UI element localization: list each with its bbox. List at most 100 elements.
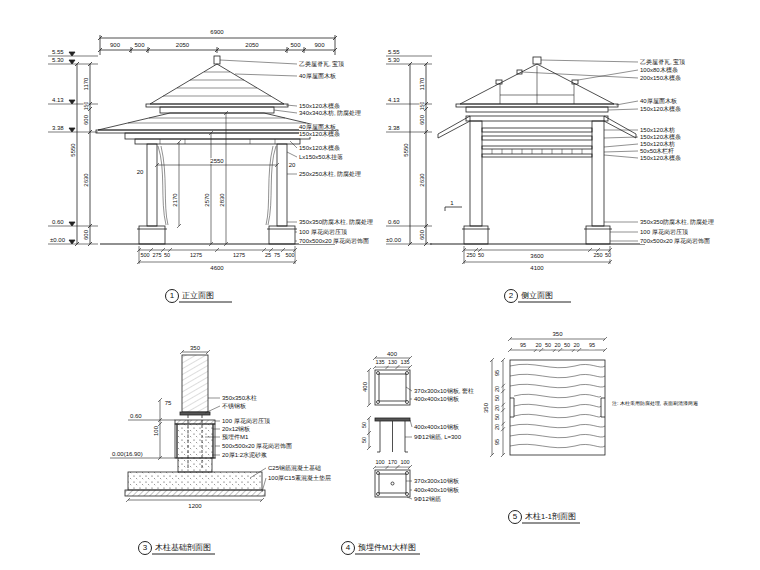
dimension-text: 95	[495, 370, 501, 376]
dimension-text: 95	[520, 343, 526, 349]
dimension-text: 20	[495, 385, 501, 391]
view-number: 5	[513, 513, 517, 521]
dimension-text: 2830	[219, 193, 225, 206]
dimension-text: 2170	[172, 193, 178, 206]
dimension-text: 0.60	[52, 219, 64, 225]
dimension-text: 350	[552, 331, 562, 337]
dimension-text: 900	[314, 42, 324, 48]
dimension-text: 50	[478, 253, 484, 259]
dimension-text: 5550	[403, 143, 409, 156]
callout-text: 350x350防腐木柱, 防腐处理	[299, 219, 373, 225]
view-number: 1	[170, 292, 174, 300]
callout-text: 40厚屋面木板	[299, 124, 336, 130]
callout-text: 400x400x10钢板	[414, 396, 459, 402]
dimension-text: 1	[450, 200, 453, 206]
callout-text: 400x400x10钢板	[414, 424, 459, 430]
callout-text: 340x340木枋, 防腐处理	[299, 110, 361, 116]
callout-text: Lx150x50木挂落	[299, 154, 343, 160]
callout-text: 150x120木檩条	[299, 145, 340, 151]
dimension-text: 2630	[83, 173, 89, 186]
dimension-text: 100	[400, 460, 409, 466]
dimension-text: 95	[589, 343, 595, 349]
dimension-text: 50	[362, 422, 368, 428]
dimension-text: 170	[388, 460, 397, 466]
callout-text: 250x250木柱, 防腐处理	[299, 171, 361, 177]
dimension-text: 135	[400, 360, 409, 366]
dimension-text: 2550	[210, 158, 223, 164]
dimension-text: 100	[375, 460, 384, 466]
callout-text: 500x500x20 厚花岗岩饰面	[222, 443, 292, 449]
dimension-text: 75	[165, 400, 172, 406]
dimension-text: 0.60	[130, 413, 142, 419]
callout-text: 150x120木枋	[640, 127, 675, 133]
dimension-text: 20	[495, 423, 501, 429]
callout-text: 150x120木檩条	[640, 106, 681, 112]
dimension-text: 0.00(16.90)	[112, 451, 143, 457]
callout-text: 20x12钢板	[222, 426, 250, 432]
callout-text: 350x350防腐木柱, 防腐处理	[640, 219, 714, 225]
dimension-text: 275	[152, 253, 161, 259]
dimension-text: 2570	[204, 193, 210, 206]
dimension-text: 20	[495, 404, 501, 410]
view-number-circle: 3	[138, 541, 152, 555]
dimension-text: 2050	[176, 42, 189, 48]
dimension-text: 250	[593, 253, 602, 259]
dimension-text: 3.38	[52, 125, 64, 131]
dimension-text: 500	[134, 42, 144, 48]
callout-text: 700x500x20 厚花岗岩饰面	[299, 238, 369, 244]
dimension-text: 2050	[245, 42, 258, 48]
dimension-text: 2630	[419, 173, 425, 186]
dimension-text: 600	[83, 115, 89, 125]
dimension-text: ±0.00	[50, 237, 65, 243]
callout-text: 370x300x10钢板, 套柱	[414, 388, 474, 394]
view-title: 木柱基础剖面图	[155, 544, 211, 552]
callout-text: 400x400x10钢板	[414, 487, 459, 493]
dimension-text: 5.55	[388, 49, 400, 55]
dimension-text: 4600	[210, 265, 223, 271]
callout-text: 9Φ12钢筋	[414, 496, 441, 502]
dimension-text: 50	[362, 437, 368, 443]
view-number-circle: 2	[504, 289, 518, 303]
dimension-text: 50	[564, 343, 570, 349]
callout-text: 预埋件M1	[222, 434, 248, 440]
view-title: 正立面图	[182, 292, 214, 300]
dimension-text: 600	[419, 230, 425, 240]
dimension-text: 400	[362, 382, 368, 392]
dimension-text: 600	[419, 115, 425, 125]
callout-text: 700x500x20 厚花岗岩饰面	[640, 238, 710, 244]
callout-text: 40厚屋面木板	[640, 98, 677, 104]
view-number-circle: 5	[508, 510, 522, 524]
dimension-text: 250	[466, 253, 475, 259]
callout-text: 50x50木栏杆	[640, 148, 674, 154]
callout-text: 9Φ12钢筋, L=300	[414, 434, 461, 440]
column-section	[490, 337, 607, 523]
dimension-text: 50	[545, 343, 551, 349]
view-title: 侧立面图	[521, 292, 553, 300]
dimension-text: 0.60	[388, 219, 400, 225]
dimension-text: 1170	[83, 78, 89, 91]
callout-text: 150x120木檩条	[299, 103, 340, 109]
dimension-text: 1200	[188, 503, 201, 509]
dimension-text: 4100	[530, 265, 543, 271]
dimension-text: 900	[110, 42, 120, 48]
dimension-text: 600	[83, 230, 89, 240]
view-number: 2	[509, 292, 513, 300]
dimension-text: 6900	[210, 29, 223, 35]
callout-text: 100 厚花岗岩压顶	[640, 229, 688, 235]
callout-text: 20厚1:2水泥砂浆	[222, 452, 267, 458]
dimension-text: 1275	[233, 253, 245, 259]
dimension-text: 25	[265, 253, 271, 259]
dimension-text: 50	[495, 414, 501, 420]
callout-text: 乙类屋脊瓦, 宝顶	[299, 61, 344, 67]
dimension-text: 1170	[419, 78, 425, 91]
front-elevation	[48, 35, 338, 302]
dimension-text: 5550	[70, 143, 76, 156]
dimension-text: 5.30	[388, 57, 400, 63]
callout-text: 150x120木檩条	[640, 134, 681, 140]
dimension-text: 350	[483, 402, 489, 412]
callout-text: 不锈钢板	[222, 403, 246, 409]
view-title: 木柱1-1剖面图	[525, 513, 576, 521]
dimension-text: 1275	[190, 253, 202, 259]
dimension-text: 350	[190, 345, 200, 351]
